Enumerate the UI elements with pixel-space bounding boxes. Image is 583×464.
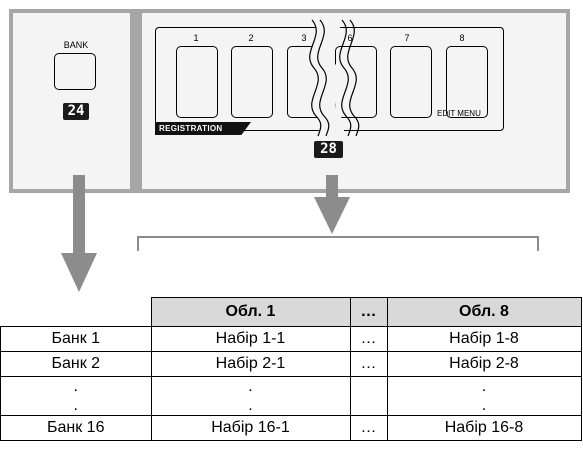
table-cell: . — [386, 396, 582, 416]
registration-tag: REGISTRATION — [155, 122, 251, 135]
area-number-6: 6 — [347, 33, 353, 43]
table-cell: Банк 16 — [0, 415, 152, 441]
registration-button-1[interactable] — [176, 46, 218, 118]
edit-menu-label: EDIT MENU — [437, 109, 481, 118]
table-header-cell — [0, 297, 152, 327]
bank-badge: 24 — [63, 103, 89, 120]
table-header-cell: … — [349, 297, 388, 327]
bank-button[interactable] — [54, 53, 96, 90]
table-cell: Набір 16-1 — [150, 415, 351, 441]
registration-table: Обл. 1 … Обл. 8 Банк 1 Набір 1-1 … Набір… — [0, 297, 582, 441]
table-row: Банк 16 Набір 16-1 … Набір 16-8 — [0, 415, 582, 441]
area-number-8: 8 — [459, 33, 465, 43]
table-cell: Набір 1-1 — [150, 326, 351, 352]
area-number-1: 1 — [193, 33, 199, 43]
table-cell: Набір 2-1 — [150, 351, 351, 377]
arrows-and-bracket — [61, 175, 539, 292]
bracket-icon — [137, 236, 539, 251]
table-cell: . — [0, 376, 152, 396]
registration-button-8[interactable] — [446, 46, 488, 118]
table-cell: Набір 2-8 — [386, 351, 582, 377]
area-number-3: 3 — [301, 33, 307, 43]
table-cell: . — [150, 376, 351, 396]
table-cell: Банк 2 — [0, 351, 152, 377]
table-cell: … — [349, 326, 388, 352]
bank-label: BANK — [63, 40, 89, 50]
registration-button-2[interactable] — [231, 46, 273, 118]
area-number-2: 2 — [248, 33, 254, 43]
table-cell: . — [150, 396, 351, 416]
table-cell: … — [349, 415, 388, 441]
table-row: Банк 1 Набір 1-1 … Набір 1-8 — [0, 326, 582, 352]
registration-button-7[interactable] — [390, 46, 432, 118]
panel-divider — [130, 9, 142, 193]
table-row: . . . — [0, 376, 582, 396]
table-cell: . — [0, 396, 152, 416]
table-cell — [349, 376, 388, 396]
table-cell: … — [349, 351, 388, 377]
table-cell: Набір 16-8 — [386, 415, 582, 441]
table-row: Банк 2 Набір 2-1 … Набір 2-8 — [0, 351, 582, 377]
table-row: . . . — [0, 396, 582, 416]
area-number-7: 7 — [404, 33, 410, 43]
table-header-cell: Обл. 8 — [386, 297, 582, 327]
break-mark-icon — [309, 19, 360, 137]
table-cell: Набір 1-8 — [386, 326, 582, 352]
area-badge: 28 — [314, 141, 343, 158]
bank-arrow-icon — [61, 175, 97, 292]
table-cell: . — [386, 376, 582, 396]
table-header-cell: Обл. 1 — [150, 297, 351, 327]
area-arrow-icon — [314, 175, 350, 234]
table-cell: Банк 1 — [0, 326, 152, 352]
table-cell — [349, 396, 388, 416]
table-header-row: Обл. 1 … Обл. 8 — [0, 297, 582, 327]
